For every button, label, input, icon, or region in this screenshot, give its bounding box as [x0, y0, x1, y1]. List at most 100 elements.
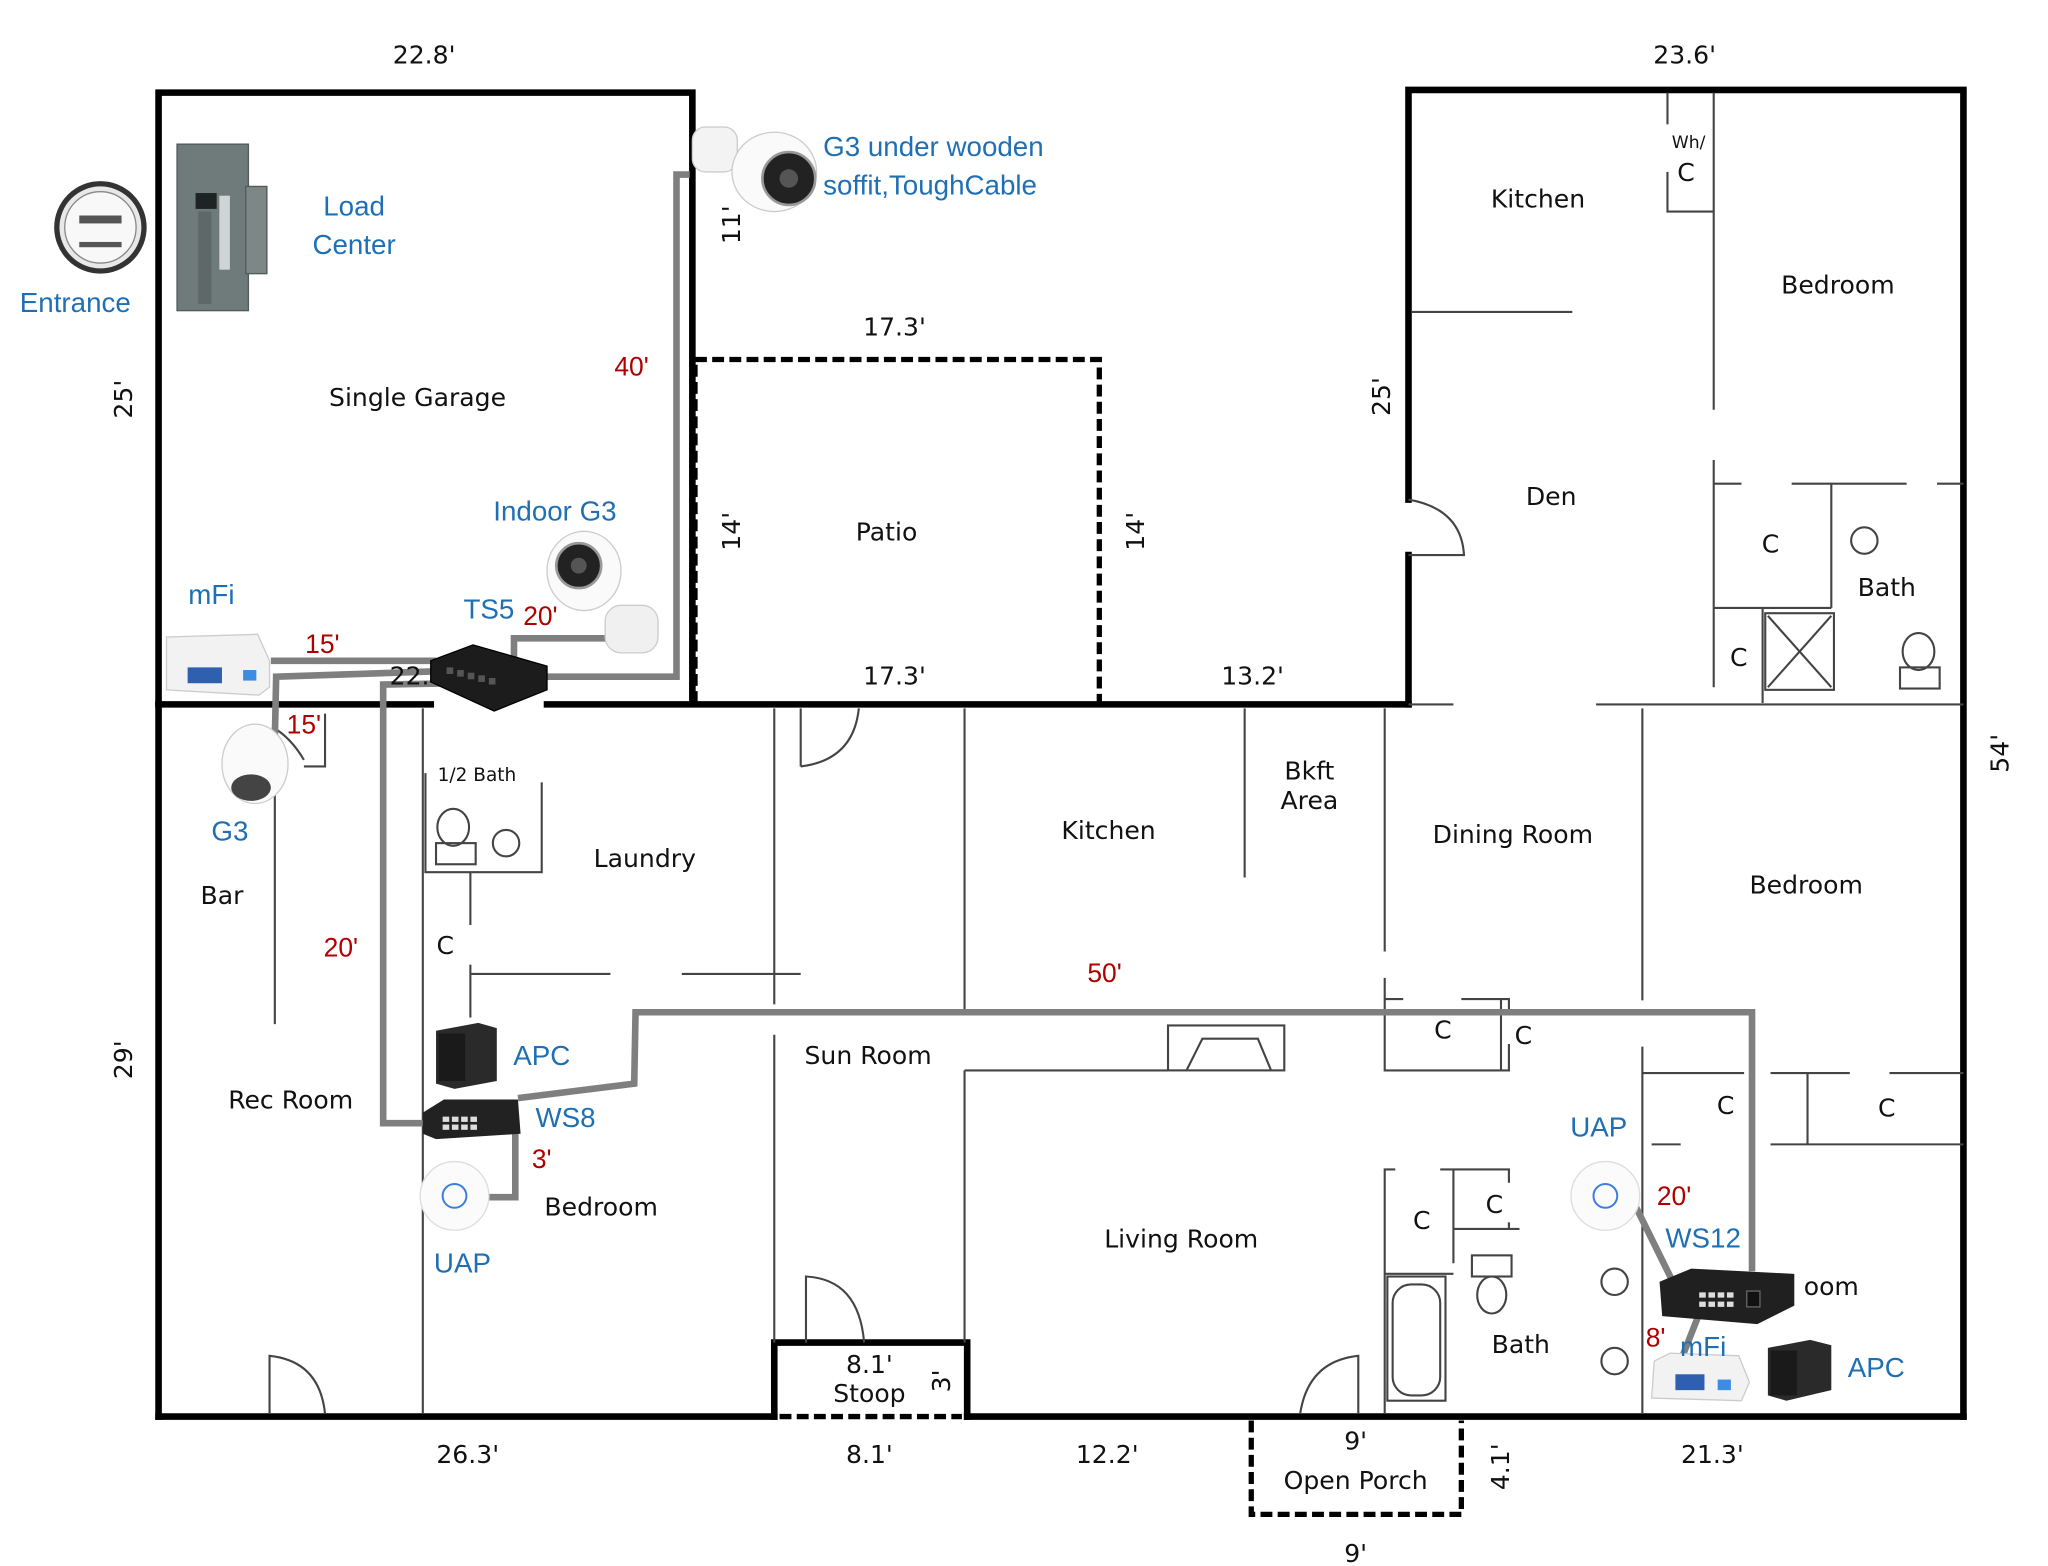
- label-outdoor-g3-line2: soffit,ToughCable: [823, 169, 1037, 200]
- dim-side-11: 11': [717, 205, 746, 244]
- cable-length-ws8-uap: 3': [532, 1144, 552, 1174]
- uap-right-access-point-icon: [1570, 1160, 1641, 1231]
- wing-wall-top: [1405, 86, 1967, 1420]
- sink-icon: [1850, 526, 1879, 555]
- room-label-bedroom-upper: Bedroom: [1781, 270, 1895, 299]
- room-label-open-porch: Open Porch: [1284, 1466, 1428, 1495]
- room-label-kitchen-upper: Kitchen: [1491, 185, 1585, 214]
- sink-icon: [1600, 1267, 1629, 1376]
- room-label-den: Den: [1526, 482, 1577, 511]
- label-mfi-right: mFi: [1680, 1331, 1726, 1362]
- indoor-g3-camera-icon: [546, 530, 659, 654]
- dim-patio-right: 14': [1121, 512, 1150, 551]
- cable-length-ws8: 20': [324, 933, 358, 963]
- outdoor-g3-camera-icon: [691, 126, 818, 213]
- room-label-sun-room: Sun Room: [805, 1041, 932, 1070]
- toilet-icon: [434, 807, 477, 866]
- cable-length-indoor-g3: 20': [523, 601, 557, 631]
- dim-bottom-3: 12.2': [1076, 1440, 1139, 1469]
- ts5-switch-icon: [430, 644, 548, 712]
- load-center-panel-icon: [176, 143, 268, 312]
- dim-13-2: 13.2': [1221, 662, 1284, 691]
- dim-porch-depth: 4.1': [1486, 1443, 1515, 1490]
- label-uap-right: UAP: [1570, 1111, 1627, 1142]
- cable-length-mfi: 15': [305, 629, 339, 659]
- room-label-rec-room: Rec Room: [228, 1086, 353, 1115]
- label-g3-dome: G3: [211, 815, 248, 846]
- room-label-closet-mid-1: C: [1434, 1016, 1452, 1045]
- fixtures: [434, 526, 1941, 1376]
- room-label-dining-room: Dining Room: [1433, 820, 1593, 849]
- label-mfi-garage: mFi: [188, 579, 234, 610]
- cable-ws8-to-ws12: [517, 1008, 1756, 1272]
- room-label-half-bath: 1/2 Bath: [438, 765, 517, 786]
- mfi-garage-device-icon: [165, 633, 271, 696]
- dashed-outlines: [692, 356, 1464, 1517]
- electric-meter-icon: [54, 181, 147, 274]
- exterior-walls: [155, 86, 1967, 1420]
- cable-ws8-to-uap: [488, 1129, 519, 1201]
- dim-patio-top: 17.3': [863, 313, 926, 342]
- interior-walls: [268, 92, 1964, 1415]
- label-indoor-g3: Indoor G3: [493, 496, 616, 527]
- dim-bottom-2: 8.1': [846, 1440, 893, 1469]
- room-label-bar: Bar: [201, 881, 245, 910]
- label-ws8: WS8: [535, 1102, 595, 1133]
- cable-length-g3-dome: 15': [287, 709, 321, 739]
- toilet-icon: [1898, 631, 1941, 690]
- room-label-closet-bath-1: C: [1413, 1206, 1431, 1235]
- room-label-bkft-line2: Area: [1281, 786, 1339, 815]
- room-label-living-room: Living Room: [1104, 1224, 1258, 1253]
- cable-length-ws8-ws12: 50': [1087, 958, 1121, 988]
- room-label-bedroom-left: Bedroom: [544, 1193, 658, 1222]
- cable-length-outdoor-g3: 40': [614, 351, 648, 381]
- room-label-bedroom-right: Bedroom: [1749, 870, 1863, 899]
- cable-length-ws12-mfi: 8': [1646, 1323, 1666, 1353]
- label-entrance: Entrance: [20, 287, 131, 318]
- apc-ups-right-icon: [1767, 1339, 1832, 1401]
- ws12-switch-icon: [1659, 1268, 1795, 1325]
- label-load-center-line2: Center: [312, 229, 395, 260]
- room-label-bath-upper: Bath: [1858, 573, 1916, 602]
- label-ts5: TS5: [463, 593, 514, 624]
- dim-wing-side: 25': [1367, 377, 1396, 416]
- patio-outline: [692, 356, 1102, 704]
- dim-patio-bottom: 17.3': [863, 662, 926, 691]
- room-label-laundry-closet: C: [437, 931, 455, 960]
- room-label-kitchen-main: Kitchen: [1061, 816, 1155, 845]
- dim-right-side: 54': [1985, 734, 2014, 773]
- dim-patio-left: 14': [717, 512, 746, 551]
- sink-icon: [491, 828, 521, 858]
- device-labels: Entrance Load Center G3 under wooden sof…: [20, 131, 1905, 1383]
- label-load-center-line1: Load: [323, 191, 385, 222]
- room-label-closet-mid-2: C: [1515, 1021, 1533, 1050]
- cable-ts5-to-outdoor-g3: [544, 171, 690, 680]
- label-ws12: WS12: [1665, 1222, 1741, 1253]
- label-outdoor-g3-line1: G3 under wooden: [823, 131, 1043, 162]
- dim-bottom-4: 21.3': [1681, 1440, 1744, 1469]
- mfi-right-device-icon: [1650, 1352, 1751, 1402]
- room-label-bedroom-lower-partial: oom: [1804, 1272, 1859, 1301]
- dim-garage-top: 22.8': [393, 41, 456, 70]
- dim-porch-top: 9': [1344, 1427, 1367, 1456]
- cable-length-labels: 40' 20' 15' 15' 20' 3' 50' 20' 8': [287, 351, 1692, 1352]
- cable-ts5-to-g3-dome: [271, 668, 437, 741]
- room-label-bkft-line1: Bkft: [1284, 757, 1334, 786]
- room-label-bath-lower: Bath: [1492, 1330, 1550, 1359]
- room-label-closet-right-1: C: [1717, 1091, 1735, 1120]
- room-label-laundry: Laundry: [594, 844, 696, 873]
- toilet-icon: [1470, 1254, 1513, 1315]
- porch-outline: [1248, 1420, 1464, 1517]
- room-label-closet-upper-1: C: [1762, 529, 1780, 558]
- ws8-switch-icon: [422, 1099, 521, 1140]
- dim-stoop-width: 8.1': [846, 1350, 893, 1379]
- dim-porch-bottom: 9': [1344, 1539, 1367, 1566]
- stoop-wall: [770, 1339, 971, 1420]
- room-label-single-garage: Single Garage: [329, 383, 506, 412]
- dim-left-lower: 29': [109, 1040, 138, 1079]
- dim-bottom-1: 26.3': [436, 1440, 499, 1469]
- room-label-patio: Patio: [856, 518, 918, 547]
- room-label-wh-closet: Wh/: [1672, 133, 1706, 153]
- dim-stoop-depth: 3': [927, 1369, 956, 1392]
- dim-garage-bottom-partial: 22.: [390, 662, 430, 691]
